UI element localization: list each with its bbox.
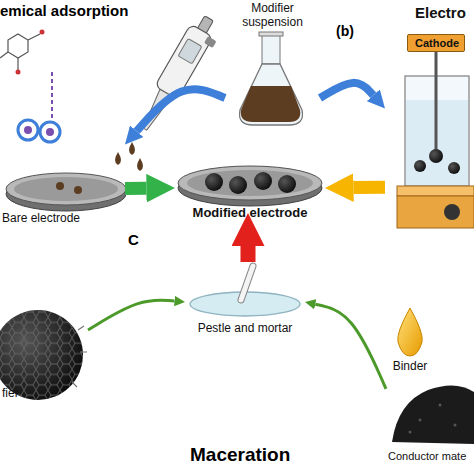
flask-lip [259,32,283,36]
modifier-particle [229,176,247,194]
electrode-rod [435,52,438,150]
grain [439,404,442,407]
graphene-pattern [0,310,83,400]
drop [115,152,121,165]
pipette-display [178,39,202,64]
adsorbate-core [24,126,32,134]
node-label: Conductor mate [388,450,474,463]
node-label: fier [2,387,62,401]
node-label: Electro [415,4,474,21]
suspension-liquid [241,86,301,122]
dish-surface [14,177,118,201]
pipette-tip [139,89,172,132]
flask-node: Modifier suspension [225,2,320,130]
curved-arrow [315,304,386,389]
node-label: Pestle and mortar [185,322,305,336]
conductor-pile [392,385,474,444]
grain [419,419,422,422]
drops [115,142,143,171]
panel-letter: C [128,232,139,249]
drop-on-dish [74,186,82,194]
stirrer-top [397,186,474,196]
pipette-ejector [204,36,217,48]
modifier-node: fier [0,305,88,405]
bare-electrode-dish [6,173,126,211]
modifier-sphere [0,310,87,400]
adsorbate-core [46,128,54,136]
panel-letter: (b) [336,24,354,39]
dish-rim [6,173,126,205]
atom-dot [40,30,45,35]
pestle-mortar-node: Pestle and mortar [185,262,305,342]
drop [129,142,135,155]
bare-electrode-node: Bare electrode [0,140,125,228]
modifier-particle [429,149,443,163]
drop-on-dish [56,182,64,190]
modifier-particle [254,172,272,190]
modifier-particle [205,173,223,191]
electrochemical-cell [397,52,474,228]
conductor-node: Conductor mate [386,380,474,468]
molecule-sketch [0,30,45,75]
interaction-line [51,72,53,118]
dish-rim [178,166,322,200]
modifier-particle [278,175,296,193]
block-arrow [354,181,385,194]
modifier-particle [448,162,460,174]
block-arrow [241,246,256,262]
pipette-body [155,24,214,99]
adsorbate-ring [40,122,60,142]
cathode-box: Cathode [407,34,465,52]
block-arrow [125,182,146,195]
functional-groups [72,326,87,387]
flask-body [240,64,303,125]
drop [137,158,143,171]
section-heading: Maceration [190,445,290,466]
grain [454,424,457,427]
node-label: Cathode [408,37,466,50]
node-label: Modifier suspension [235,2,310,30]
flask [240,32,303,125]
flow-arrow [137,89,225,131]
sphere-body [0,310,83,400]
cell-node: Cathode Electro [385,4,474,236]
pestle-and-mortar [190,266,300,316]
node-label: Binder [375,360,445,374]
node-label: Modified electrode [175,206,325,221]
modified-electrode-dish [178,166,322,206]
node-label: Bare electrode [2,212,125,226]
dish-surface [187,170,313,196]
flask-neck [262,34,280,64]
bond-lines [0,34,40,70]
atom-dot [16,70,21,75]
modified-electrode-node: Modified electrode [175,160,325,222]
adsorbate-circles [18,120,60,142]
binder-node: Binder [375,305,445,377]
ring-structure [8,34,28,58]
dish-base [6,177,126,211]
dish-base [178,170,322,206]
curved-arrow [88,300,175,330]
adsorbate-ring [18,120,38,140]
flow-arrow [320,83,373,98]
grain [409,431,412,434]
pipette [134,12,225,138]
stirrer-body [397,196,474,228]
section-heading: emical adsorption [0,3,128,20]
pestle [241,266,253,300]
modifier-particle [414,160,426,172]
pestle-outline [241,266,253,300]
pile-body [392,385,474,444]
stirrer-knob [444,204,460,220]
binder-drop [398,308,423,356]
